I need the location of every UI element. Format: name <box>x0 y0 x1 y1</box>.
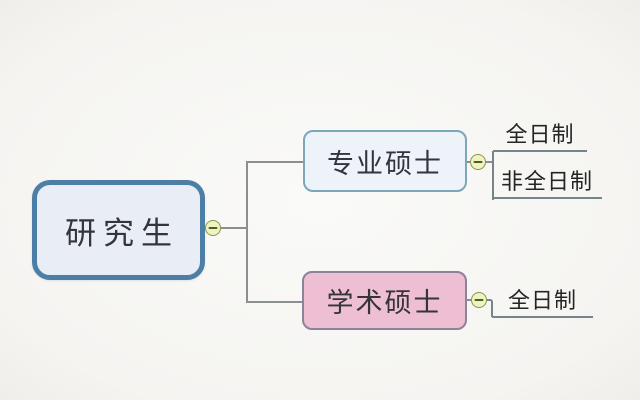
branch-node-professional-master[interactable]: 专业硕士 <box>303 130 467 192</box>
minus-icon <box>208 227 218 229</box>
branch-node-label: 专业硕士 <box>327 148 443 180</box>
minus-icon <box>474 299 484 301</box>
collapse-toggle-icon-professional[interactable] <box>470 154 486 170</box>
branch-node-label: 学术硕士 <box>326 288 443 319</box>
leaf-node-fulltime[interactable]: 全日制 <box>493 124 587 152</box>
leaf-node-fulltime-academic[interactable]: 全日制 <box>492 290 593 318</box>
root-node-label: 研究生 <box>65 215 179 252</box>
minus-icon <box>473 161 483 163</box>
collapse-toggle-icon-academic[interactable] <box>471 292 487 308</box>
branch-node-academic-master[interactable]: 学术硕士 <box>302 271 467 330</box>
root-node-graduate[interactable]: 研究生 <box>32 180 205 280</box>
collapse-toggle-icon-root[interactable] <box>205 220 221 236</box>
leaf-node-parttime[interactable]: 非全日制 <box>492 171 602 199</box>
